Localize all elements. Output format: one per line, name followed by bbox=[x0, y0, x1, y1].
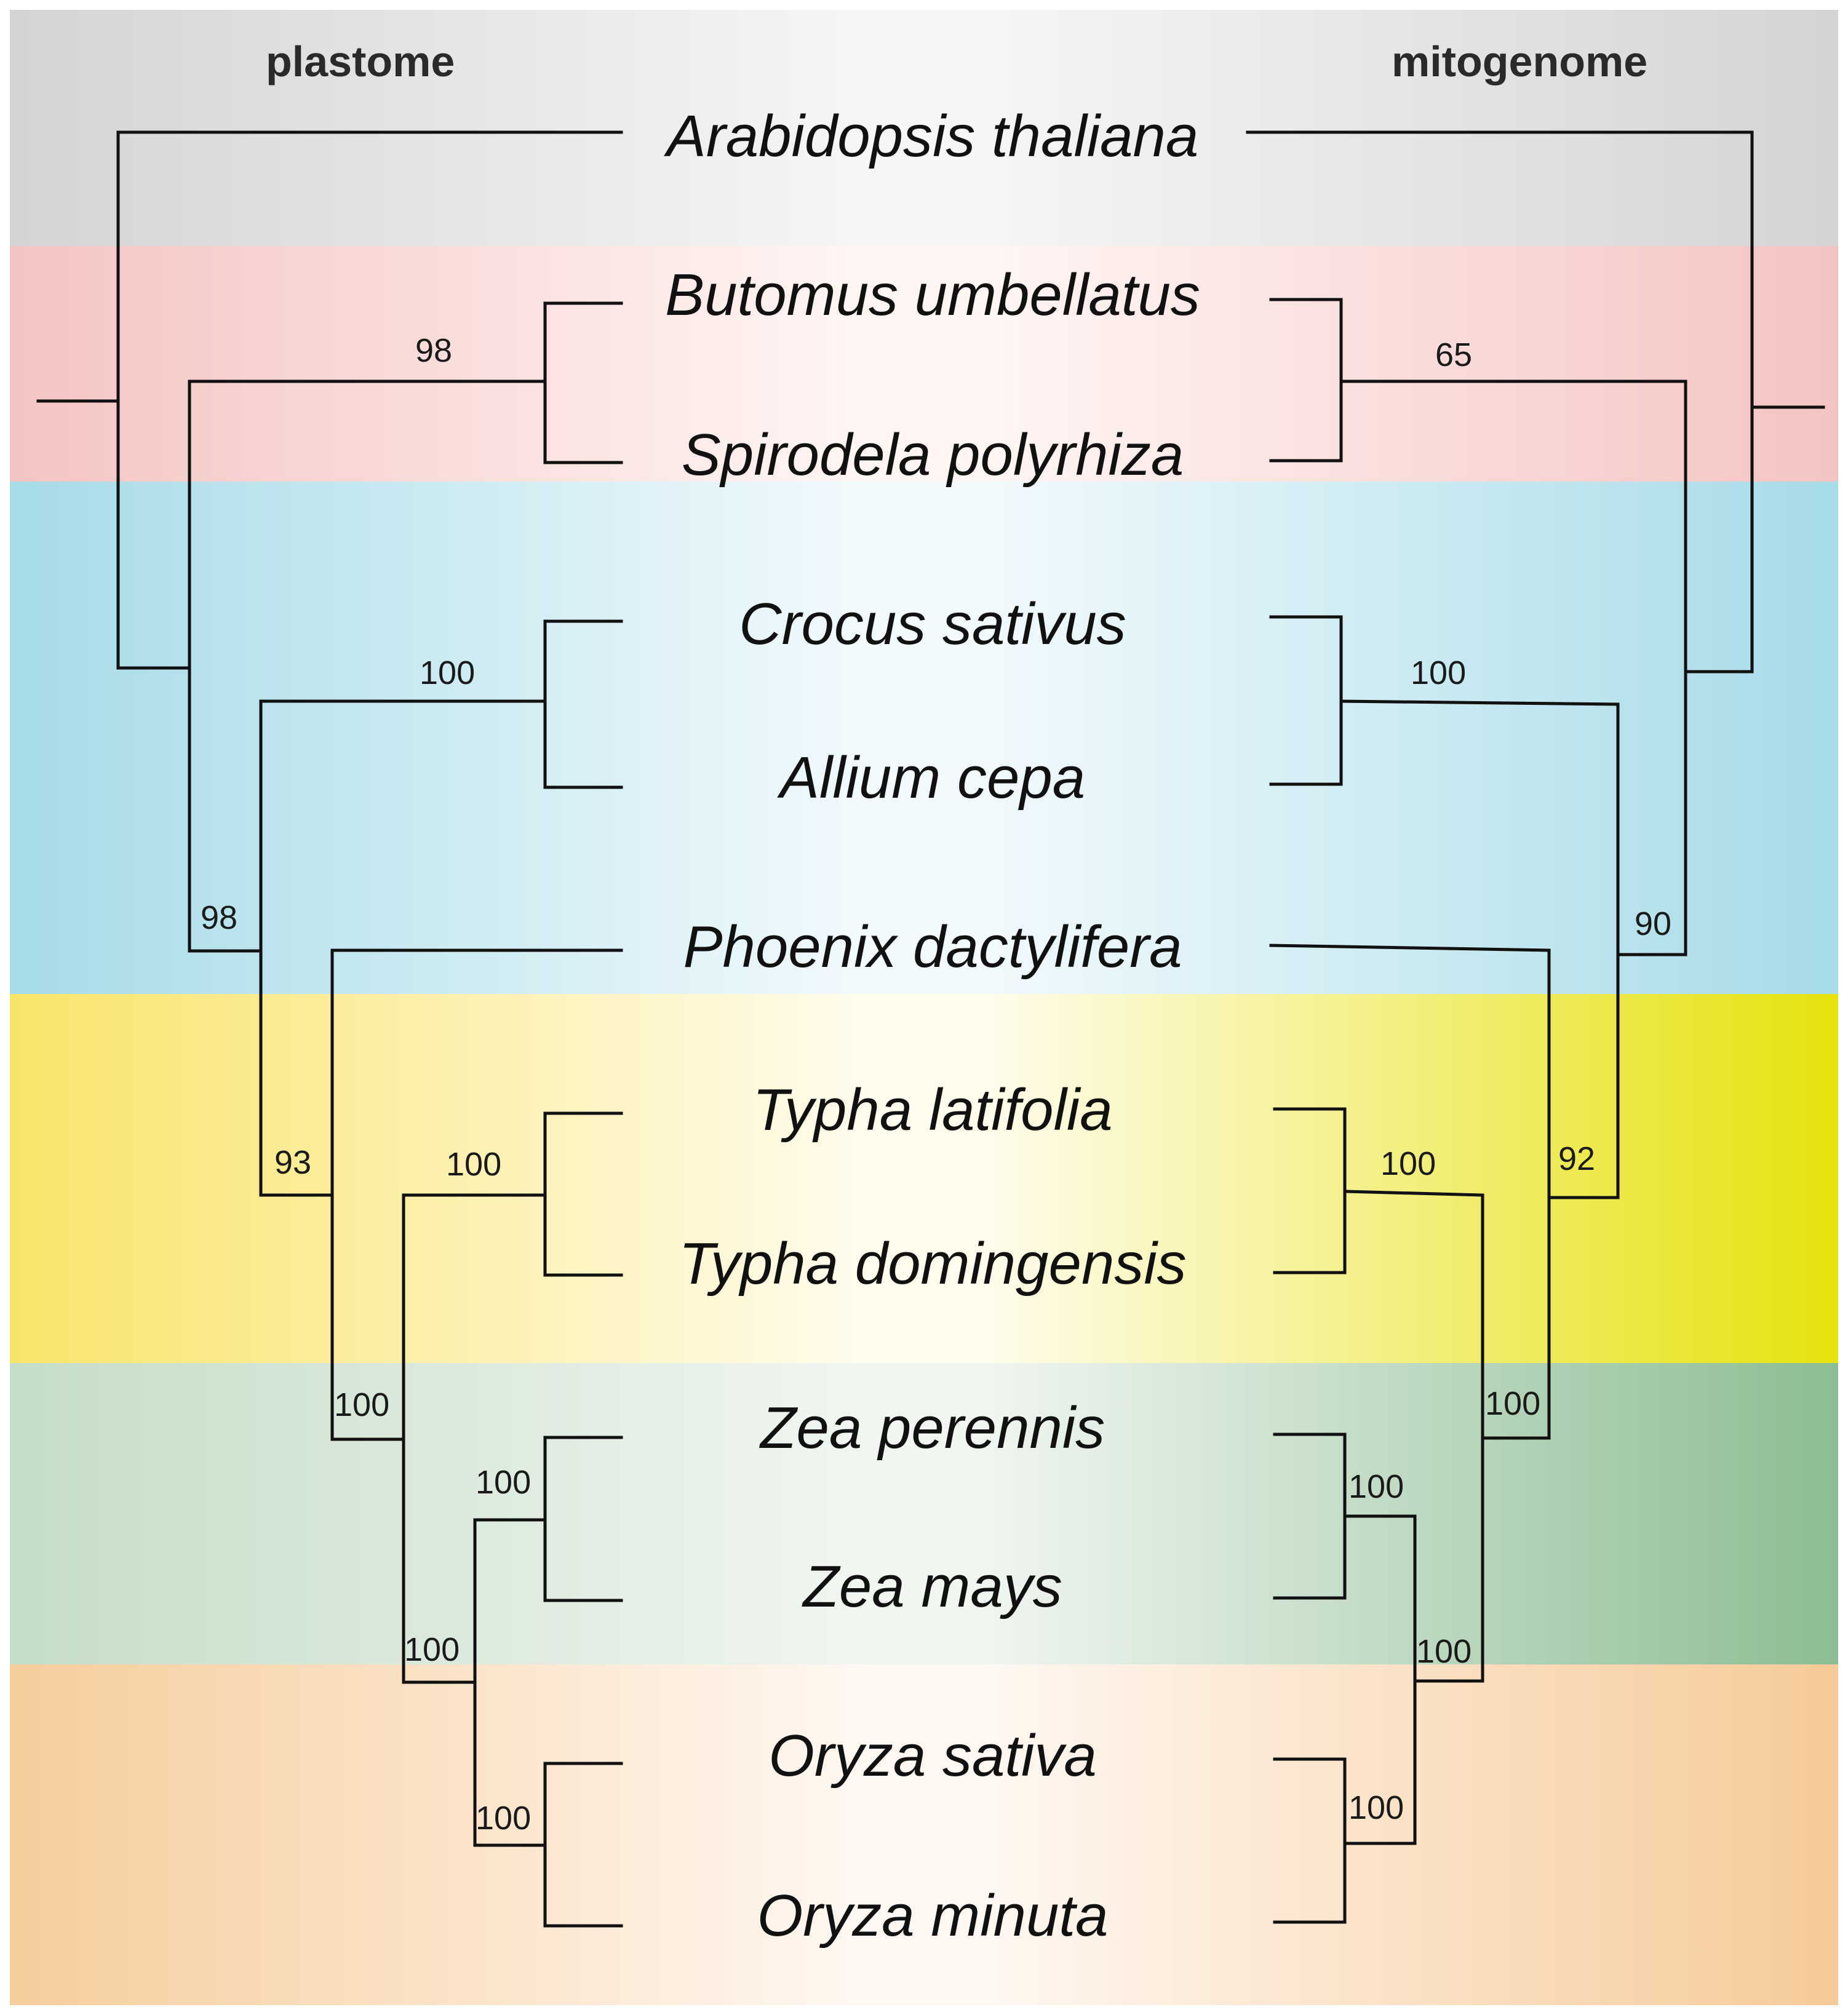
mitogenome-heading: mitogenome bbox=[1392, 38, 1648, 85]
mito-support-oryza: 100 bbox=[1348, 1789, 1404, 1826]
plastome-support-zea: 100 bbox=[476, 1464, 532, 1501]
taxon-label-oryza-sativa: Oryza sativa bbox=[768, 1723, 1097, 1789]
band-alismatales bbox=[10, 246, 1838, 482]
plastome-support-poaceae: 100 bbox=[404, 1631, 460, 1668]
band-asparagales bbox=[10, 482, 1838, 994]
taxon-label-spirodela: Spirodela polyrhiza bbox=[681, 422, 1184, 488]
taxon-label-arabidopsis: Arabidopsis thaliana bbox=[666, 103, 1199, 169]
mito-support-butomus-spirodela: 65 bbox=[1435, 336, 1473, 373]
band-oryza bbox=[10, 1664, 1838, 2005]
band-arabidopsis bbox=[10, 10, 1838, 246]
mito-support-typha-poaceae: 100 bbox=[1416, 1633, 1472, 1670]
plastome-support-oryza: 100 bbox=[476, 1800, 532, 1837]
band-zea bbox=[10, 1363, 1838, 1664]
taxon-label-oryza-minuta: Oryza minuta bbox=[757, 1883, 1109, 1949]
mito-support-phoenix-rest: 100 bbox=[1485, 1385, 1541, 1422]
taxon-label-typha-latifolia: Typha latifolia bbox=[752, 1077, 1113, 1143]
taxon-label-zea-perennis: Zea perennis bbox=[760, 1395, 1105, 1461]
taxon-label-zea-mays: Zea mays bbox=[803, 1554, 1062, 1620]
band-typhaceae bbox=[10, 994, 1838, 1363]
taxon-label-phoenix: Phoenix dactylifera bbox=[683, 914, 1182, 980]
taxon-label-crocus: Crocus sativus bbox=[739, 591, 1126, 657]
mito-asparagales-stem bbox=[1339, 699, 1620, 706]
mito-support-crocus-allium: 100 bbox=[1411, 654, 1467, 691]
plastome-support-crocus-allium: 100 bbox=[420, 654, 476, 691]
plastome-support-typha: 100 bbox=[446, 1146, 502, 1183]
plastome-support-butomus-spirodela: 98 bbox=[415, 332, 453, 369]
mito-typha-stem bbox=[1343, 1190, 1484, 1197]
mito-phoenix-branch bbox=[1269, 944, 1551, 952]
taxon-label-typha-domingensis: Typha domingensis bbox=[679, 1231, 1187, 1297]
taxon-label-allium: Allium cepa bbox=[779, 745, 1086, 811]
mito-support-zea: 100 bbox=[1348, 1468, 1404, 1505]
mito-support-asparagales-rest: 92 bbox=[1558, 1140, 1596, 1177]
mito-support-typha: 100 bbox=[1380, 1145, 1436, 1182]
mitogenome-tree bbox=[1246, 130, 1825, 1924]
plastome-heading: plastome bbox=[266, 38, 455, 85]
mito-support-monocots-rest: 90 bbox=[1635, 905, 1672, 942]
taxon-label-butomus: Butomus umbellatus bbox=[665, 262, 1200, 328]
plastome-tree bbox=[36, 130, 623, 1928]
plastome-support-typha-zea-oryza: 100 bbox=[334, 1386, 390, 1423]
plastome-support-alismatales-rest: 98 bbox=[201, 899, 238, 936]
plastome-support-asparagales-rest: 93 bbox=[274, 1144, 312, 1181]
